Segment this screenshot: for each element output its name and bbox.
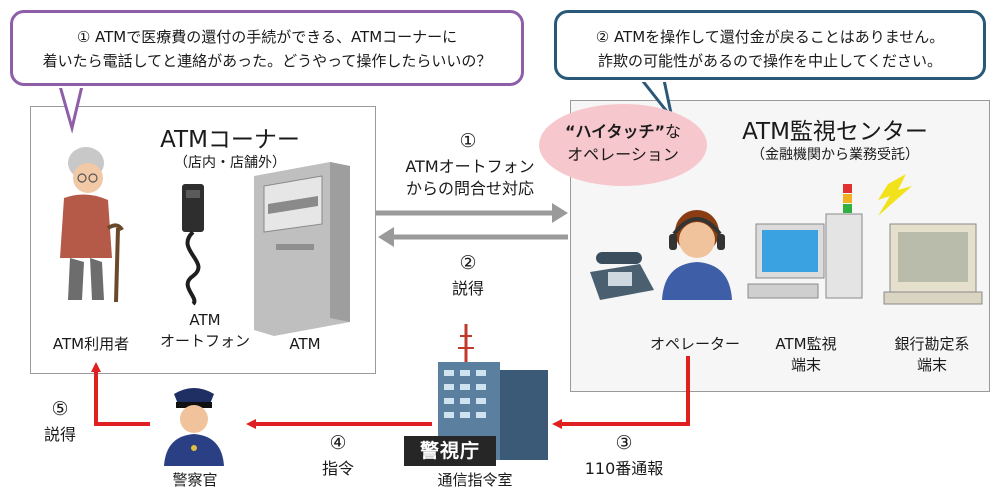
step3-number: ③	[615, 432, 633, 454]
atm-corner-subtitle: （店内・店舗外）	[174, 155, 286, 171]
police-logo-plate: 警視庁	[404, 436, 496, 466]
atm-terminal-label-line-1: ATM監視	[775, 335, 837, 353]
step2-number: ②	[459, 252, 477, 274]
autophone-label-line-1: ATM	[189, 311, 221, 329]
step1-label-line-2: からの問合せ対応	[405, 179, 534, 198]
atm-terminal-label: ATM監視 端末	[756, 334, 856, 376]
autophone-icon	[182, 184, 204, 306]
operator-answer-line-2: 詐欺の可能性があるので操作を中止してください。	[597, 52, 943, 70]
step1-label-line-1: ATMオートフォン	[405, 157, 535, 176]
elderly-user-icon	[60, 147, 124, 303]
monitoring-center-title: ATM監視センター	[742, 119, 928, 145]
step3-label: 110番通報	[584, 459, 664, 478]
operator-answer-bubble: ② ATMを操作して還付金が戻ることはありません。 詐欺の可能性があるので操作を…	[554, 10, 986, 80]
step4-number: ④	[329, 432, 347, 454]
hightouch-suffix: な	[665, 122, 682, 141]
atm-label: ATM	[289, 335, 321, 353]
monitor-terminal-icon	[747, 184, 863, 299]
arrow-110-report	[552, 356, 690, 429]
police-officer-label: 警察官	[172, 471, 218, 489]
operator-icon	[662, 210, 732, 300]
monitoring-center-subtitle: （金融機関から業務受託）	[751, 147, 919, 163]
bank-terminal-label-line-2: 端末	[916, 356, 947, 374]
left-bubble-tail	[58, 84, 84, 134]
hightouch-line-1: “ハイタッチ”な	[539, 120, 707, 143]
arrow-to-corner	[378, 227, 568, 247]
step1-label: ATMオートフォン からの問合せ対応	[380, 156, 560, 200]
step4-label: 指令	[321, 459, 354, 478]
arrow-to-center	[376, 203, 568, 223]
atm-corner-title: ATMコーナー	[160, 127, 300, 153]
user-question-bubble: ① ATMで医療費の還付の手続ができる、ATMコーナーに 着いたら電話してと連絡…	[10, 10, 524, 86]
hightouch-quoted: “ハイタッチ”	[564, 122, 666, 141]
user-question-line-2: 着いたら電話してと連絡があった。どうやって操作したらいいの？	[42, 52, 492, 70]
bank-terminal-label: 銀行勘定系 端末	[880, 334, 984, 376]
telephone-icon	[590, 252, 654, 300]
command-room-label: 通信指令室	[437, 471, 513, 489]
atm-machine-icon	[254, 162, 350, 336]
step1-number: ①	[459, 130, 477, 152]
step2-label: 説得	[451, 279, 484, 298]
step5-label: 説得	[43, 425, 76, 444]
atm-user-label: ATM利用者	[52, 335, 130, 353]
atm-terminal-label-line-2: 端末	[790, 356, 821, 374]
operator-label: オペレーター	[649, 335, 740, 353]
operator-answer-line-1: ② ATMを操作して還付金が戻ることはありません。	[595, 28, 945, 46]
hightouch-line-2: オペレーション	[567, 145, 679, 164]
alert-flash-icon	[878, 174, 912, 216]
user-question-line-1: ① ATMで医療費の還付の手続ができる、ATMコーナーに	[76, 28, 458, 46]
autophone-label: ATM オートフォン	[160, 310, 250, 352]
autophone-label-line-2: オートフォン	[160, 332, 251, 350]
arrow-persuade-user	[91, 362, 150, 426]
police-officer-icon	[164, 388, 224, 466]
bank-terminal-icon	[883, 223, 983, 305]
hightouch-badge: “ハイタッチ”な オペレーション	[539, 104, 707, 186]
step5-number: ⑤	[51, 398, 69, 420]
bank-terminal-label-line-1: 銀行勘定系	[894, 335, 970, 353]
